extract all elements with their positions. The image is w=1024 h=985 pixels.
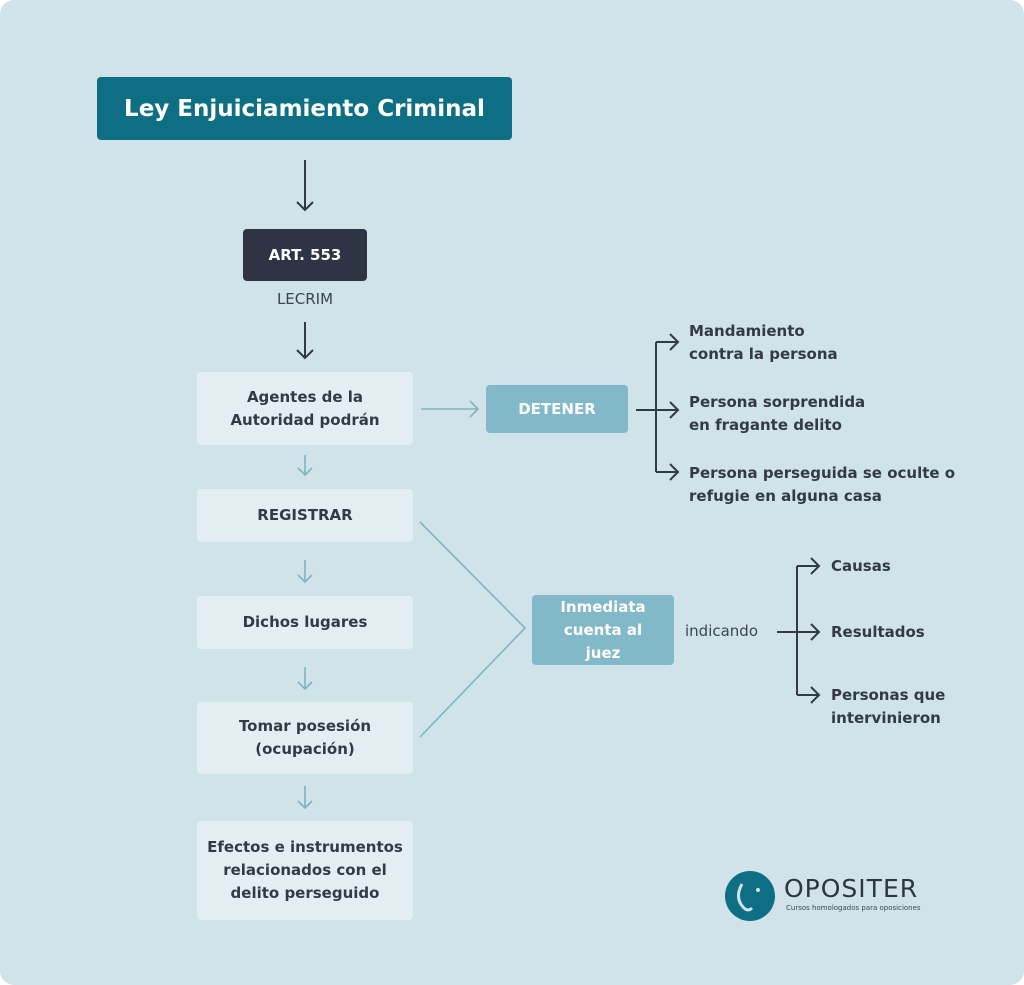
page-title: Ley Enjuiciamiento Criminal bbox=[97, 77, 512, 140]
juez-item: Personas que intervinieron bbox=[831, 686, 946, 727]
detener-case: Persona sorprendida en fragante delito bbox=[689, 393, 866, 434]
bracket-to-juez bbox=[419, 521, 527, 738]
arrow-agentes-to-detener bbox=[421, 400, 480, 418]
juez-bracket bbox=[777, 557, 821, 704]
step-agentes: Agentes de la Autoridad podrán bbox=[197, 372, 413, 445]
connector-label: indicando bbox=[685, 622, 759, 640]
step-registrar: REGISTRAR bbox=[197, 489, 413, 542]
arrow-title-to-article bbox=[296, 160, 314, 212]
detener-case: Persona perseguida se oculte o refugie e… bbox=[689, 464, 956, 505]
elephant-icon bbox=[725, 871, 775, 921]
juez-box: Inmediata cuenta al juez bbox=[532, 595, 674, 665]
step-tomar-posesion: Tomar posesión (ocupación) bbox=[197, 702, 413, 774]
detener-box: DETENER bbox=[486, 385, 628, 433]
juez-item: Causas bbox=[831, 557, 891, 575]
logo-tagline: Cursos homologados para oposiciones bbox=[786, 904, 921, 912]
detener-bracket bbox=[636, 333, 680, 481]
juez-item: Resultados bbox=[831, 623, 925, 641]
step-efectos: Efectos e instrumentos relacionados con … bbox=[197, 821, 413, 920]
logo: OPOSITER Cursos homologados para oposici… bbox=[724, 870, 921, 926]
step-dichos-lugares: Dichos lugares bbox=[197, 596, 413, 649]
arrow-lecrim-to-agentes bbox=[296, 322, 314, 360]
detener-case: Mandamiento contra la persona bbox=[689, 322, 838, 363]
logo-name: OPOSITER bbox=[784, 874, 919, 903]
law-abbr: LECRIM bbox=[276, 290, 334, 308]
article-badge: ART. 553 bbox=[243, 229, 367, 281]
